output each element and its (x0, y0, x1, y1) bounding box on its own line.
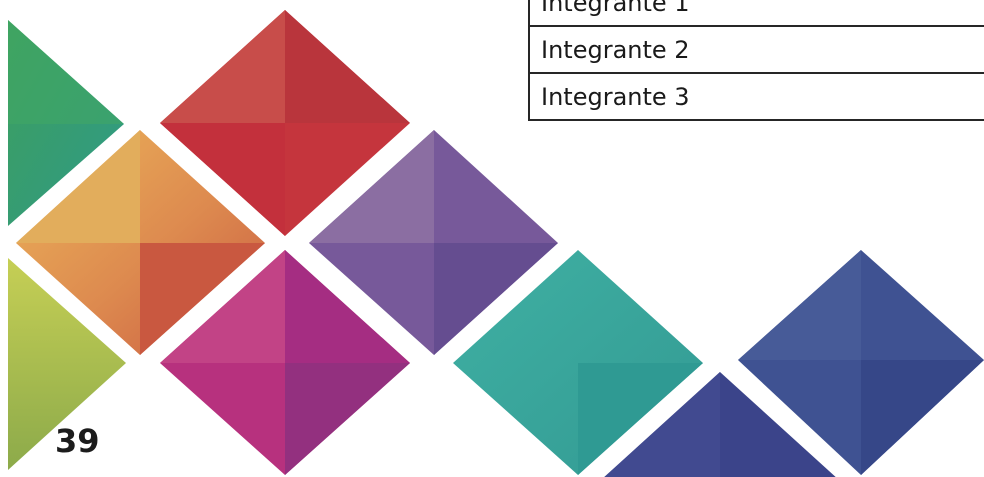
tile-teal (453, 250, 703, 475)
table-row: Integrante 2 (529, 26, 984, 74)
tile-magenta (160, 250, 410, 475)
members-table: Integrante 1 Integrante 2 Integrante 3 (528, 0, 984, 121)
tile-green (8, 20, 124, 226)
table-row: Integrante 1 (529, 0, 984, 27)
table-row: Integrante 3 (529, 73, 984, 120)
tile-red (160, 10, 410, 236)
tile-navy-right (738, 250, 984, 475)
tile-navy-bottom (604, 372, 836, 477)
member-cell: Integrante 3 (541, 82, 690, 111)
member-cell: Integrante 2 (529, 26, 984, 74)
page-number: 39 (55, 422, 100, 460)
tile-purple (309, 130, 558, 355)
member-cell: Integrante 1 (529, 0, 984, 27)
tile-orange (16, 130, 265, 355)
tile-lime (8, 258, 126, 470)
